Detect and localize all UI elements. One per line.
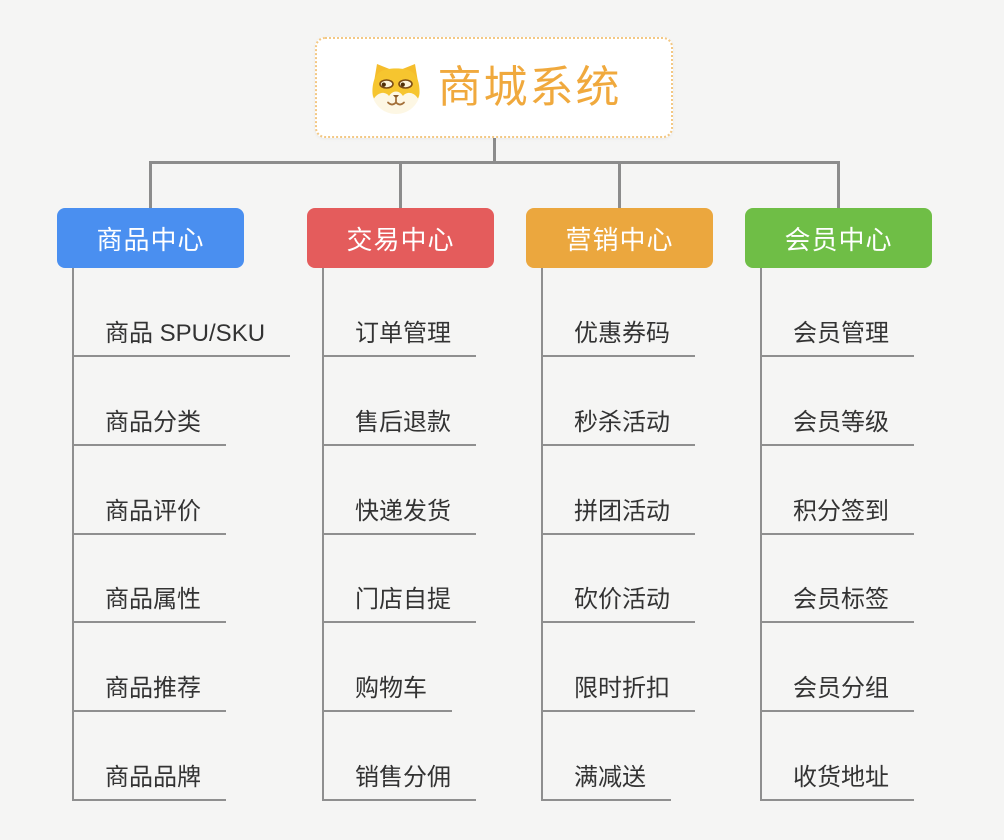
branch-label: 商品中心: [96, 224, 205, 255]
children-column-trade: 订单管理 售后退款 快递发货 门店自提 购物车 销售分佣: [322, 268, 582, 803]
root-node: 商城系统: [315, 37, 673, 138]
root-title: 商城系统: [437, 62, 622, 112]
connector-drop-trade: [399, 161, 402, 209]
leaf-node: 会员分组: [760, 672, 914, 712]
branch-trade-center: 交易中心: [307, 208, 494, 268]
branch-member-center: 会员中心: [745, 208, 932, 268]
leaf-node: 商品属性: [72, 583, 226, 623]
children-column-marketing: 优惠券码 秒杀活动 拼团活动 砍价活动 限时折扣 满减送: [541, 268, 801, 803]
branch-label: 交易中心: [346, 224, 455, 255]
shiba-dog-icon: [367, 61, 425, 115]
branch-product-center: 商品中心: [57, 208, 244, 268]
branch-marketing-center: 营销中心: [526, 208, 713, 268]
leaf-node: 满减送: [541, 761, 671, 801]
leaf-node: 门店自提: [322, 583, 476, 623]
leaf-node: 秒杀活动: [541, 406, 695, 446]
connector-drop-member: [837, 161, 840, 209]
branch-label: 会员中心: [784, 224, 893, 255]
leaf-node: 会员标签: [760, 583, 914, 623]
leaf-node: 销售分佣: [322, 761, 476, 801]
connector-drop-marketing: [618, 161, 621, 209]
leaf-node: 优惠券码: [541, 317, 695, 357]
leaf-node: 商品推荐: [72, 672, 226, 712]
leaf-node: 会员管理: [760, 317, 914, 357]
leaf-node: 砍价活动: [541, 583, 695, 623]
connector-horizontal-line: [149, 161, 840, 164]
children-column-product: 商品 SPU/SKU 商品分类 商品评价 商品属性 商品推荐 商品品牌: [72, 268, 332, 803]
leaf-node: 积分签到: [760, 495, 914, 535]
leaf-node: 商品评价: [72, 495, 226, 535]
leaf-node: 收货地址: [760, 761, 914, 801]
connector-drop-product: [149, 161, 152, 209]
leaf-node: 商品分类: [72, 406, 226, 446]
leaf-node: 订单管理: [322, 317, 476, 357]
leaf-node: 商品 SPU/SKU: [72, 317, 291, 357]
leaf-node: 购物车: [322, 672, 452, 712]
leaf-node: 售后退款: [322, 406, 476, 446]
children-column-member: 会员管理 会员等级 积分签到 会员标签 会员分组 收货地址: [760, 268, 1004, 803]
connector-root-stub: [493, 138, 496, 162]
leaf-node: 拼团活动: [541, 495, 695, 535]
branch-label: 营销中心: [565, 224, 674, 255]
leaf-node: 商品品牌: [72, 761, 226, 801]
leaf-node: 会员等级: [760, 406, 914, 446]
leaf-node: 限时折扣: [541, 672, 695, 712]
leaf-node: 快递发货: [322, 495, 476, 535]
